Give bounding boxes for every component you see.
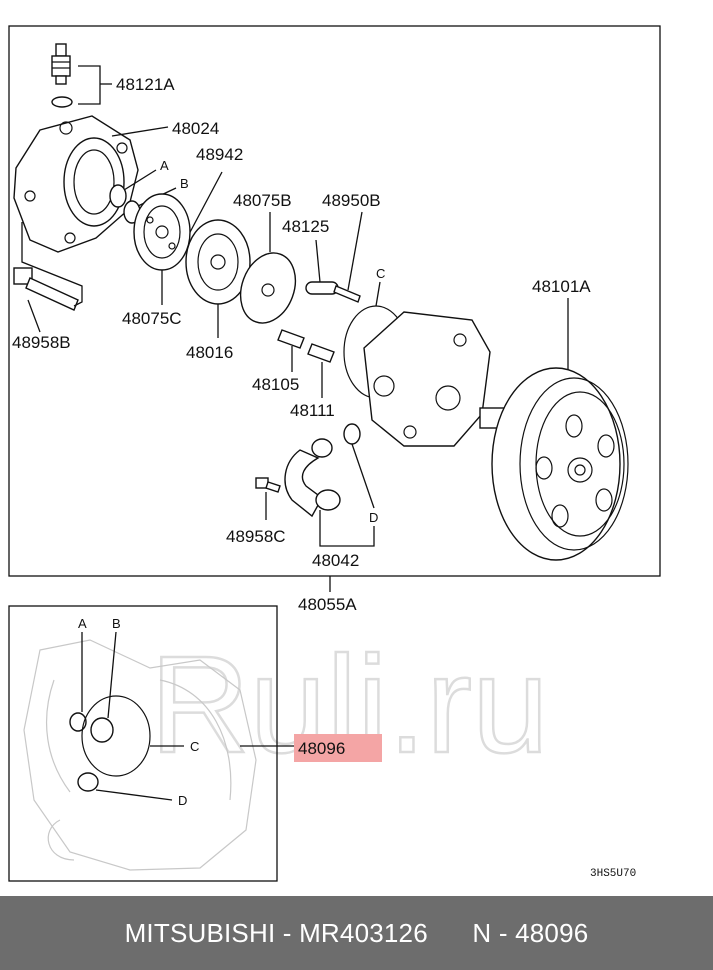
rotor-plate-part bbox=[239, 252, 297, 324]
suction-pipe-part bbox=[284, 438, 341, 518]
callout-48111: 48111 bbox=[290, 401, 335, 420]
o-ring-d bbox=[343, 423, 361, 445]
callout-48024: 48024 bbox=[172, 119, 219, 138]
pump-illustration bbox=[13, 43, 629, 592]
callout-48055A: 48055A bbox=[298, 595, 357, 614]
callout-48016: 48016 bbox=[186, 343, 233, 362]
pump-body-part bbox=[363, 311, 491, 447]
inset-o-ring-b bbox=[90, 717, 114, 743]
callout-48125: 48125 bbox=[282, 217, 329, 236]
highlighted-part-number[interactable]: 48096 bbox=[298, 739, 345, 758]
callout-48121A: 48121A bbox=[116, 75, 175, 94]
bolt-part-b bbox=[13, 267, 79, 311]
inset-labels: A B C D bbox=[78, 616, 199, 808]
callout-48950B: 48950B bbox=[322, 191, 381, 210]
bolt-part-c bbox=[255, 477, 281, 493]
callout-48958B: 48958B bbox=[12, 333, 71, 352]
main-frame bbox=[8, 25, 661, 577]
valve-fitting-part bbox=[51, 43, 73, 108]
watermark: Ruli.ru bbox=[149, 627, 550, 784]
inset-callout-d: D bbox=[178, 793, 187, 808]
callout-48075C: 48075C bbox=[122, 309, 182, 328]
callout-48075B: 48075B bbox=[233, 191, 292, 210]
parts-diagram: Ruli.ru bbox=[8, 25, 661, 882]
callout-ring-b: B bbox=[180, 176, 189, 191]
callout-labels: 48121A 48024 48942 A B 48075B 48950B 481… bbox=[12, 75, 591, 614]
inset-o-ring-a bbox=[69, 712, 87, 732]
callout-gasket-c: C bbox=[376, 266, 385, 281]
watermark-text: Ruli.ru bbox=[150, 628, 549, 782]
valve-spring-part bbox=[277, 329, 305, 349]
rod-part bbox=[333, 285, 361, 303]
highlighted-part[interactable]: 48096 bbox=[294, 734, 382, 762]
inset-o-ring-d bbox=[77, 772, 99, 792]
highlight-box bbox=[294, 734, 382, 762]
pump-housing-part bbox=[13, 115, 139, 253]
spring-part bbox=[307, 343, 335, 363]
inset-gasket-c bbox=[81, 695, 151, 777]
callout-48042: 48042 bbox=[312, 551, 359, 570]
callout-48942: 48942 bbox=[196, 145, 243, 164]
callout-48105: 48105 bbox=[252, 375, 299, 394]
inset-callout-b: B bbox=[112, 616, 121, 631]
inset-callout-c: C bbox=[190, 739, 199, 754]
callout-48958C: 48958C bbox=[226, 527, 286, 546]
drawing-code: 3HS5U70 bbox=[590, 868, 636, 880]
footer-brand-part: MITSUBISHI - MR403126 bbox=[124, 917, 428, 948]
o-ring-a bbox=[109, 184, 127, 208]
inset-callout-a: A bbox=[78, 616, 87, 631]
footer-spacer bbox=[428, 918, 473, 949]
footer-position: N - 48096 bbox=[472, 917, 589, 948]
side-plate-part bbox=[133, 193, 191, 271]
inset-frame bbox=[8, 605, 278, 882]
callout-ring-a: A bbox=[160, 158, 169, 173]
callout-48101A: 48101A bbox=[532, 277, 591, 296]
pulley-part bbox=[491, 367, 629, 561]
footer-bar: MITSUBISHI - MR403126 N - 48096 bbox=[0, 896, 713, 970]
inset-illustration bbox=[23, 631, 294, 871]
callout-ring-d: D bbox=[369, 510, 378, 525]
